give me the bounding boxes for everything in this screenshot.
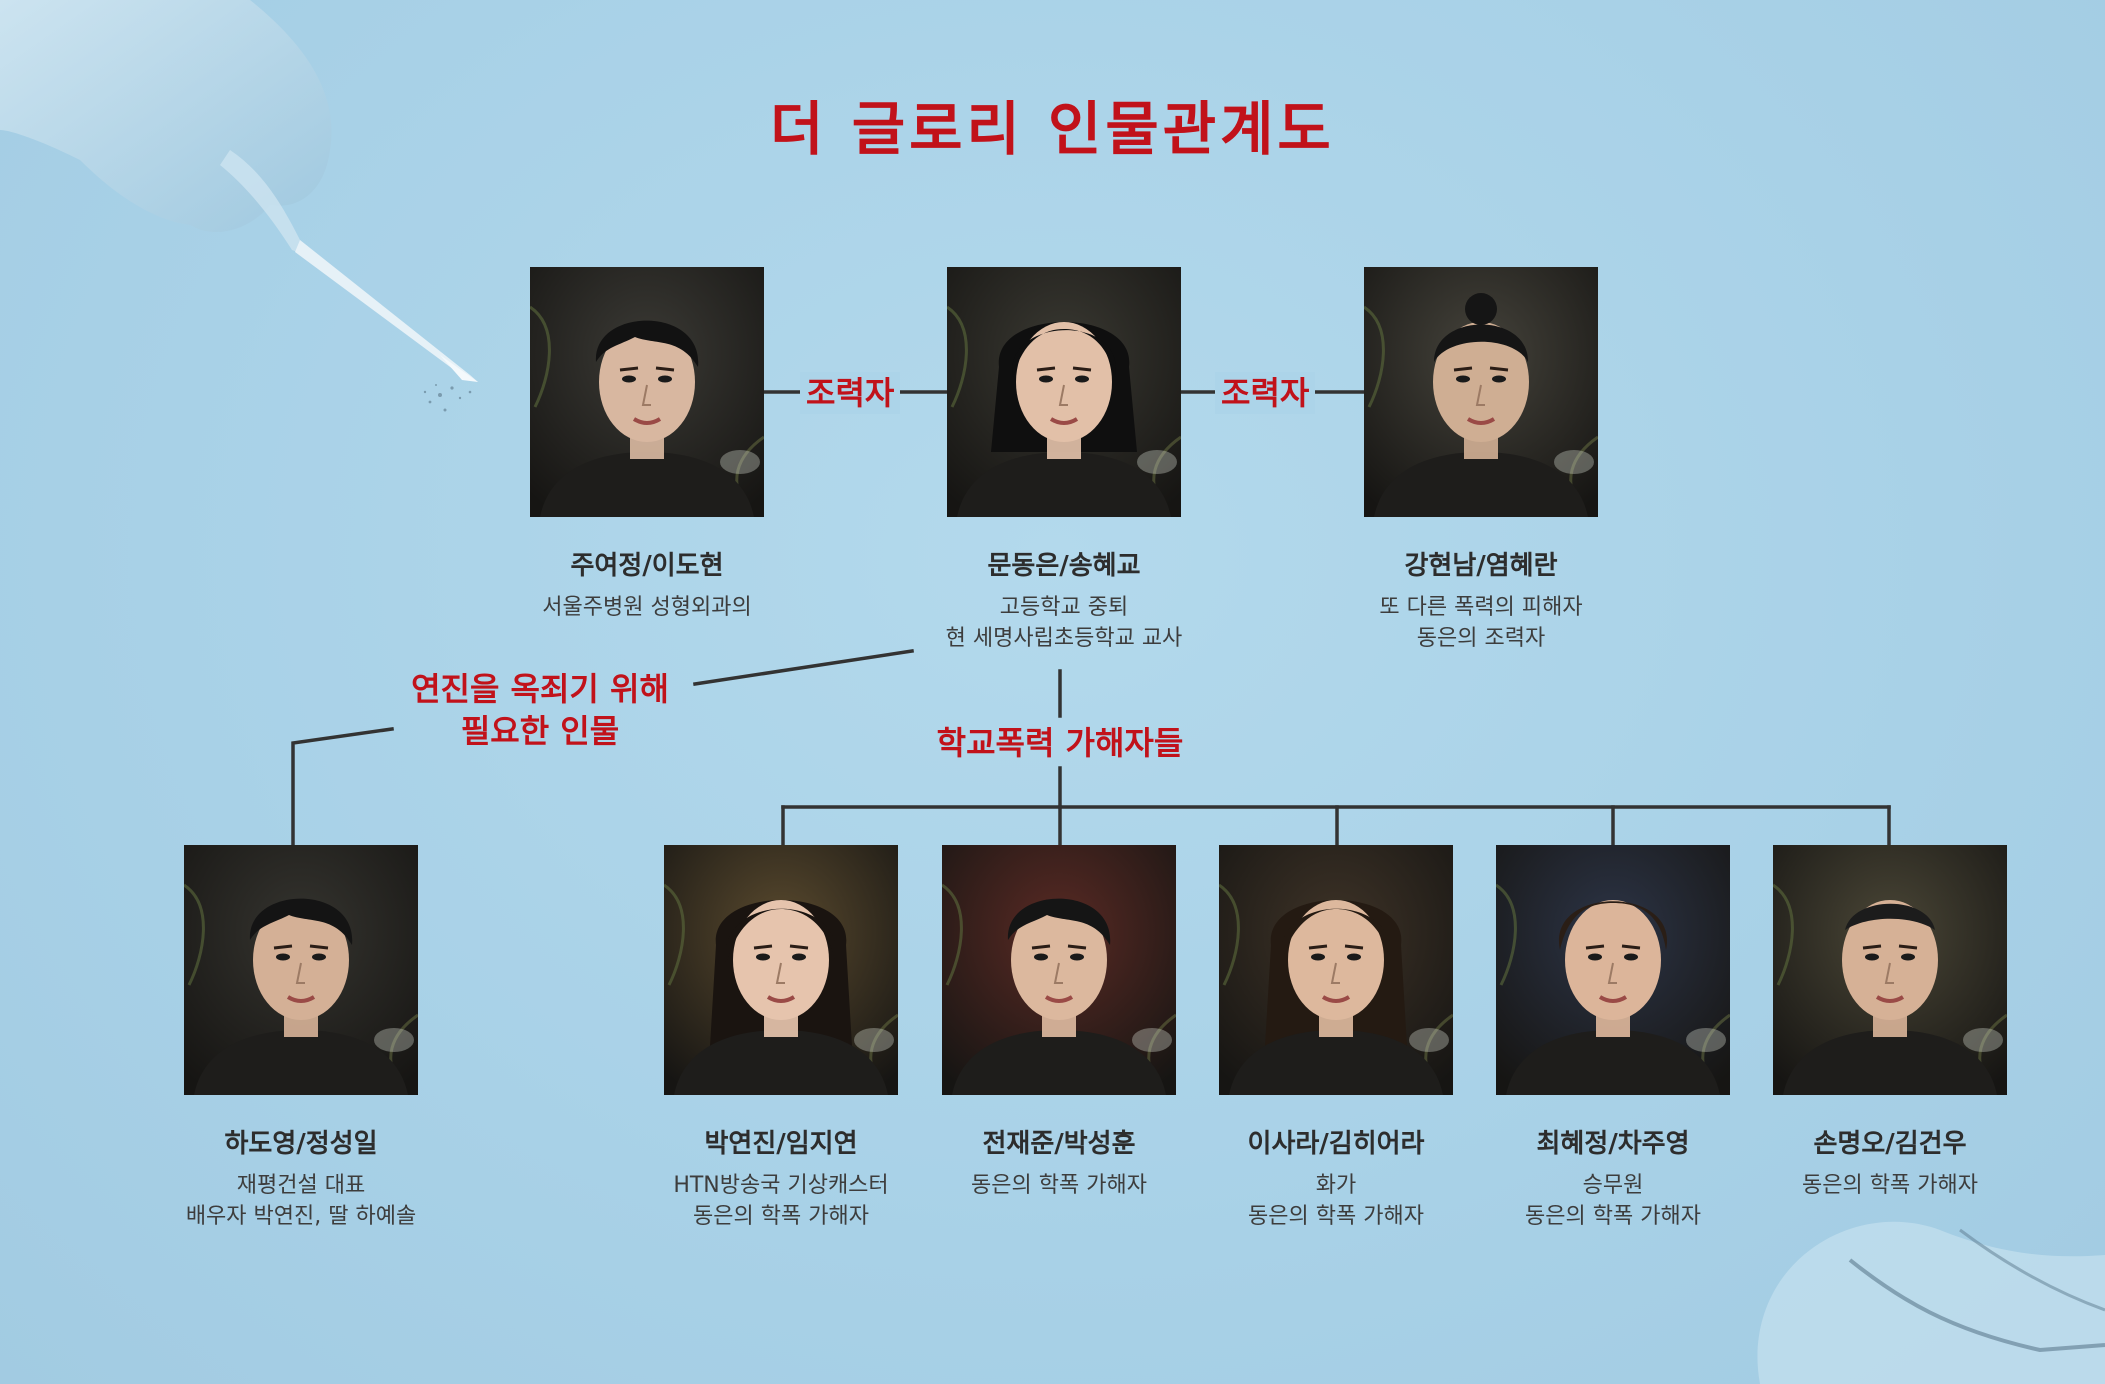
character-name: 전재준/박성훈 — [982, 1129, 1136, 1159]
connector-needed-doyeong — [291, 727, 394, 847]
character-name: 박연진/임지연 — [704, 1129, 858, 1159]
character-name: 이사라/김히어라 — [1247, 1129, 1425, 1159]
diagram-title: 더 글로리 인물관계도 — [770, 95, 1335, 163]
scalpel-hand-decoration — [0, 0, 478, 412]
portrait-illustration — [1773, 845, 2007, 1095]
character-description-line: 배우자 박연진, 딸 하예솔 — [185, 1204, 417, 1229]
portrait-illustration — [1219, 845, 1453, 1095]
portrait-illustration — [530, 267, 764, 517]
character-photo — [1773, 845, 2007, 1095]
portrait-illustration — [947, 267, 1181, 517]
character-photo — [184, 845, 418, 1095]
character-description-line: 동은의 학폭 가해자 — [1525, 1204, 1701, 1229]
relation-label-needed: 연진을 옥죄기 위해 필요한 인물 — [411, 670, 669, 750]
character-description-line: 재평건설 대표 — [236, 1173, 366, 1198]
portrait-illustration — [1496, 845, 1730, 1095]
character-photo — [1496, 845, 1730, 1095]
character-description-line: 동은의 학폭 가해자 — [693, 1204, 869, 1229]
character-description-line: 동은의 조력자 — [1416, 626, 1546, 651]
portrait-illustration — [664, 845, 898, 1095]
character-photo — [942, 845, 1176, 1095]
portrait-illustration — [1364, 267, 1598, 517]
character-description-line: HTN방송국 기상캐스터 — [673, 1173, 889, 1198]
relation-label-helper-right: 조력자 — [1215, 372, 1316, 414]
character-description-line: 동은의 학폭 가해자 — [1248, 1204, 1424, 1229]
character-name: 손명오/김건우 — [1813, 1129, 1967, 1159]
character-description-line: 고등학교 중퇴 — [999, 595, 1129, 620]
character-name: 문동은/송혜교 — [987, 551, 1141, 581]
character-photo — [947, 267, 1181, 517]
character-photo — [664, 845, 898, 1095]
character-name: 주여정/이도현 — [570, 551, 724, 581]
character-description-line: 또 다른 폭력의 피해자 — [1379, 595, 1583, 620]
relation-label-helper-left: 조력자 — [800, 372, 901, 414]
character-description: 동은의 학폭 가해자 — [1720, 1170, 2060, 1201]
character-description-line: 화가 — [1315, 1173, 1357, 1198]
character-photo — [530, 267, 764, 517]
character-name: 하도영/정성일 — [224, 1129, 378, 1159]
character-description: 동은의 학폭 가해자 — [889, 1170, 1229, 1201]
character-description-line: 동은의 학폭 가해자 — [1802, 1173, 1978, 1198]
portrait-illustration — [942, 845, 1176, 1095]
character-description: 서울주병원 성형외과의 — [477, 592, 817, 623]
relation-label-bullies: 학교폭력 가해자들 — [936, 724, 1184, 762]
portrait-illustration — [184, 845, 418, 1095]
character-description-line: 승무원 — [1582, 1173, 1644, 1198]
connector-dongeun-needed — [693, 649, 914, 686]
character-description-line: 서울주병원 성형외과의 — [542, 595, 752, 620]
character-description-line: 동은의 학폭 가해자 — [971, 1173, 1147, 1198]
character-photo — [1364, 267, 1598, 517]
character-name: 강현남/염혜란 — [1404, 551, 1558, 581]
character-description-line: 현 세명사립초등학교 교사 — [945, 626, 1183, 651]
character-photo — [1219, 845, 1453, 1095]
character-name: 최혜정/차주영 — [1536, 1129, 1690, 1159]
